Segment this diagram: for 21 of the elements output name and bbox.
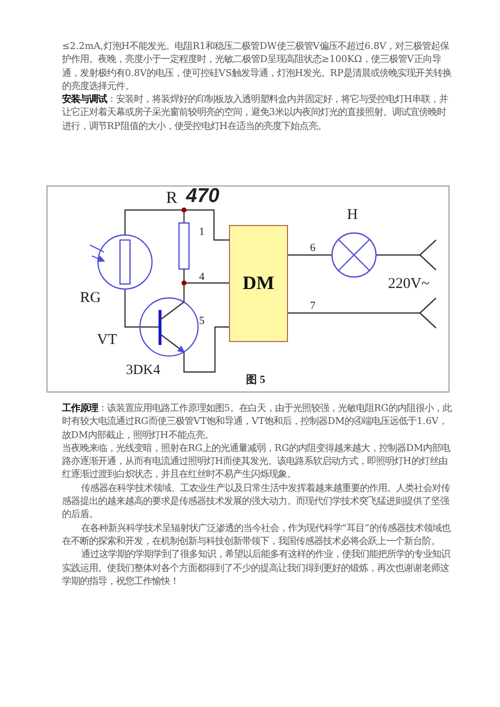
paragraph: 当夜晚来临，光线变暗，照射在RG上的光通量减弱，RG的内阻变得越来越大，控制器DM内部电路亦逐渐开通，从而有电流通过照明灯H而使其发光。该电路系软启动方式，即照明灯H的灯丝由红逐渐过渡到白炽状态，并且在红丝时不易产生闪烁现象。 bbox=[62, 442, 452, 482]
component-label: RG bbox=[80, 291, 101, 306]
paragraph: ≤2.2mA,灯泡H不能发光。电阻R1和稳压二极管DW使三极管V偏压不超过6.8V，对三极管起保护作用。夜晚，亮度小于一定程度时，光敏二极管D呈现高阻状态≥100KΩ，使三极管V正向导通，发射极约有0.8V的电压，使可控硅VS触发导通，灯泡H发光。RP是清晨或傍晚实现开关转换的亮度选择元件。 bbox=[62, 40, 452, 94]
pin-number: 6 bbox=[310, 243, 316, 254]
paragraph: 传感器在科学技术领域、工农业生产以及日常生活中发挥着越来越重要的作用。人类社会对传感器提出的越来越高的要求是传感器技术发展的强大动力。而现代们学技术突飞猛进则提供了坚强的后盾。 bbox=[62, 482, 452, 522]
component-label: H bbox=[347, 208, 358, 223]
pin-number: 4 bbox=[199, 272, 204, 283]
voltage-label: 220V~ bbox=[388, 277, 430, 292]
paragraph: 工作原理：该装置应用电路工作原理如图5。在白天，由于光照较强，光敏电阻RG的内阻很小，此时有较大电流通过RG而使三极管VT饱和导通，VT饱和后，控制器DM的④端电压远低于1.6V，故DM内部截止，照明灯H不能点亮。 bbox=[62, 402, 452, 442]
paragraph: 通过这学期的学期学到了很多知识，希望以后能多有这样的作业，使我们能把所学的专业知识实践运用。使我们整体对各个方面都得到了不少的提高让我们得到更好的锻炼，再次也谢谢老师这学期的指导，祝您工作愉快！ bbox=[62, 548, 452, 588]
pin-number: 1 bbox=[199, 227, 204, 238]
component-label: VT bbox=[97, 333, 117, 348]
component-value: 470 bbox=[186, 186, 220, 206]
pin-number: 5 bbox=[199, 316, 204, 327]
pin-number: 7 bbox=[310, 301, 316, 312]
controller-box: DM bbox=[229, 225, 288, 342]
figure-caption: 图 5 bbox=[246, 375, 266, 386]
paragraph: 在各种新兴科学技术呈辐射状广泛渗透的当今社会，作为现代科学“耳目”的传感器技术领域也在不断的探索和开发，在机制创新与科技创新带领下，我国传感器技术必将会跃上一个新台阶。 bbox=[62, 522, 452, 548]
paragraph: 安装与调试：安装时，将装焊好的印制板放入透明塑料盒内并固定好，将它与受控电灯H串联，并让它正对着天幕或房子采光窗前较明亮的空间，避免3米以内夜间灯光的直接照射。调试宜傍晚时进行，调节RP阻值的大小，使受控电灯H在适当的亮度下始点亮。 bbox=[62, 93, 450, 134]
component-label: R bbox=[166, 189, 178, 206]
component-value: 3DK4 bbox=[126, 364, 160, 378]
